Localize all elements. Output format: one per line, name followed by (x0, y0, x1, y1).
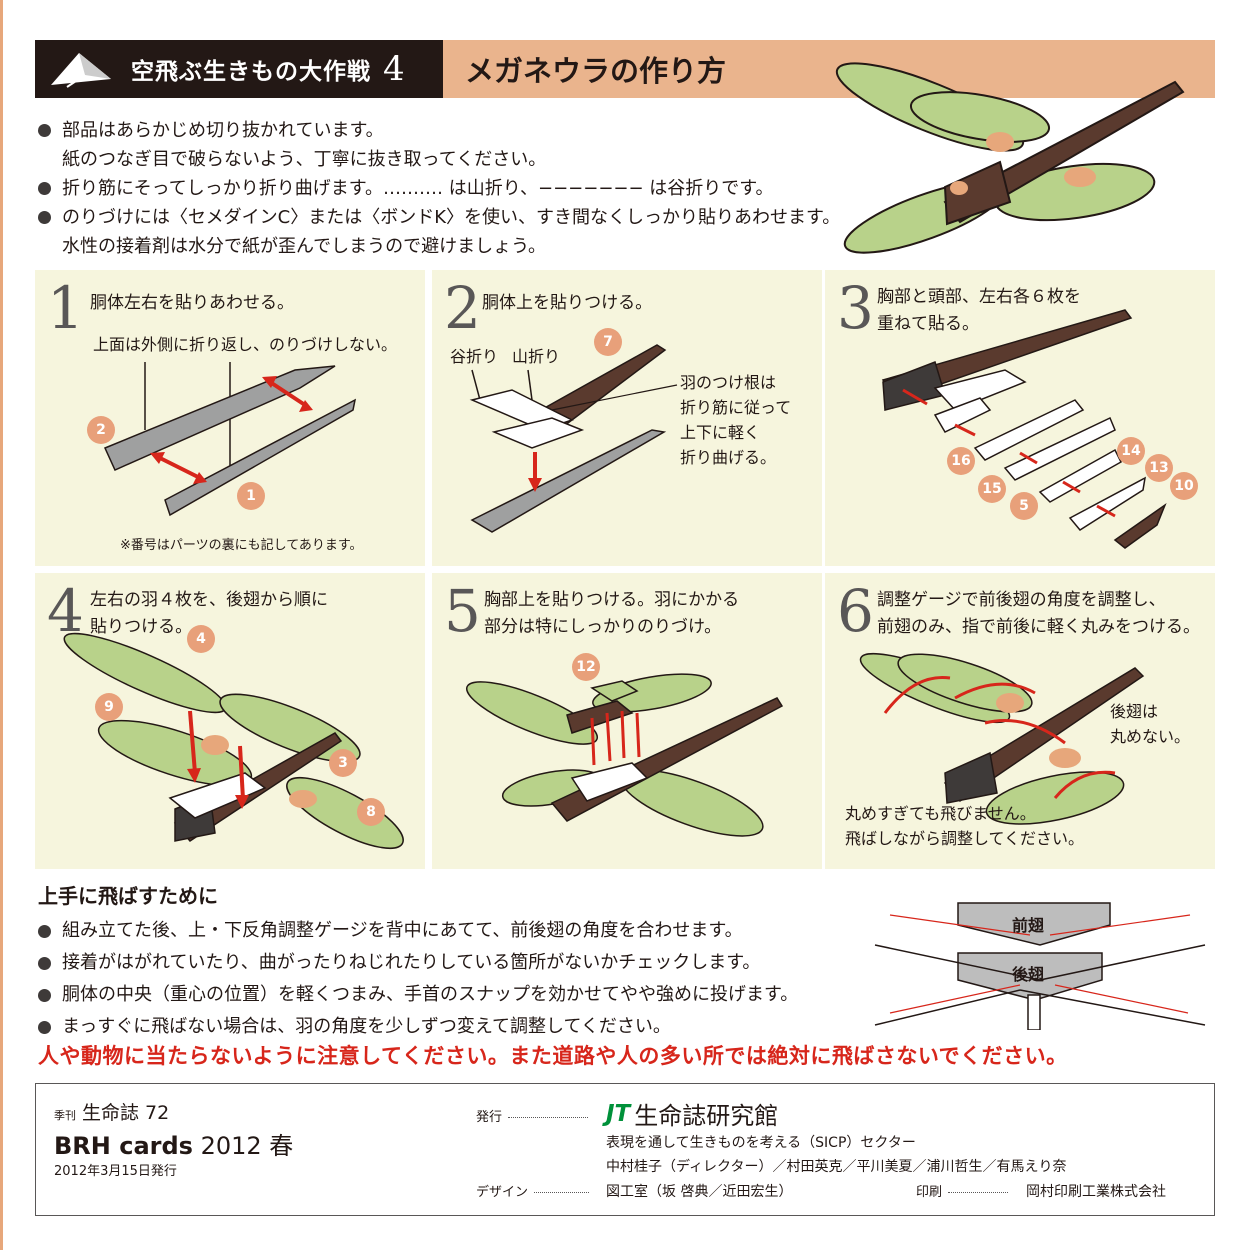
intro-instructions: 部品はあらかじめ切り抜かれています。 紙のつなぎ目で破らないよう、丁寧に抜き取っ… (38, 116, 878, 261)
part-number-badge: 8 (357, 798, 385, 826)
tips-heading: 上手に飛ばすために (38, 884, 218, 908)
step-5-panel: 5 胸部上を貼りつける。羽にかかる 部分は特にしっかりのりづけ。 12 (432, 573, 822, 869)
part-number-badge: 1 (237, 482, 265, 510)
part-number-badge: 9 (95, 693, 123, 721)
step-instruction: 胴体上を貼りつける。 (482, 293, 653, 313)
angle-gauge-diagram (874, 902, 1206, 1030)
part-number-badge: 2 (87, 416, 115, 444)
step-instruction: 左右の羽４枚を、後翅から順に 貼りつける。 (90, 590, 328, 637)
thorax-head-illustration (881, 309, 1167, 549)
step-number: 4 (47, 577, 84, 645)
step-note-right: 後翅は 丸めない。 (1110, 702, 1191, 746)
intro-bullet: のりづけには〈セメダインC〉または〈ボンドK〉を使い、すき間なくしっかり貼りあわ… (38, 203, 878, 232)
safety-warning: 人や動物に当たらないように注意してください。また道路や人の多い所では絶対に飛ばさ… (38, 1044, 1068, 1068)
brh-bold: BRH cards (54, 1132, 193, 1160)
jt-logo-icon: JT (606, 1100, 631, 1127)
gauge-front-wing-label: 前翅 (1012, 916, 1045, 935)
step-instruction: 胸部と頭部、左右各６枚を 重ねて貼る。 (877, 287, 1081, 334)
step-instruction: 胴体左右を貼りあわせる。 (90, 293, 294, 313)
intro-bullet-cont: 紙のつなぎ目で破らないよう、丁寧に抜き取ってください。 (62, 149, 547, 170)
publisher-label: 発行 (476, 1106, 594, 1125)
step-number: 1 (47, 274, 84, 342)
step-note: 上面は外側に折り返し、のりづけしない。 (93, 335, 398, 354)
publisher-text: 生命誌研究館 (634, 1102, 779, 1130)
quarterly-title: 季刊生命誌 72 (54, 1098, 169, 1125)
step-1-panel: 1 胴体左右を貼りあわせる。 上面は外側に折り返し、のりづけしない。 2 1 ※… (35, 270, 425, 566)
step-instruction: 調整ゲージで前後翅の角度を調整し、 前翅のみ、指で前後に軽く丸みをつける。 (877, 590, 1200, 637)
part-number-badge: 16 (947, 447, 975, 475)
design-label: デザイン (476, 1181, 595, 1200)
thorax-top-illustration (465, 673, 784, 837)
step-6-panel: 6 調整ゲージで前後翅の角度を調整し、 前翅のみ、指で前後に軽く丸みをつける。 … (825, 573, 1215, 869)
part-number-badge: 5 (1010, 492, 1038, 520)
intro-bullet-cont: 水性の接着剤は水分で紙が歪んでしまうので避けましょう。 (62, 236, 547, 257)
fold-mountain-label: 山折り (512, 347, 561, 366)
part-number-badge: 10 (1170, 472, 1198, 500)
part-number-badge: 14 (1117, 437, 1145, 465)
tip-item: まっすぐに飛ばない場合は、羽の角度を少しずつ変えて調整してください。 (38, 1011, 878, 1043)
step-instruction: 胸部上を貼りつける。羽にかかる 部分は特にしっかりのりづけ。 (484, 590, 740, 637)
page-title: メガネウラの作り方 (443, 40, 1215, 98)
part-number-badge: 12 (572, 653, 600, 681)
fold-valley-label: 谷折り (450, 347, 499, 366)
body-parts-illustration (103, 362, 357, 517)
design-credit: 図工室（坂 啓典／近田宏生） (606, 1184, 793, 1200)
print-label: 印刷 (916, 1181, 1014, 1200)
step-number: 2 (444, 274, 481, 342)
part-number-badge: 4 (187, 625, 215, 653)
publisher-label-text: 発行 (476, 1110, 503, 1125)
colophon-box: 季刊生命誌 72 BRH cards 2012 春 2012年3月15日発行 発… (35, 1083, 1215, 1216)
dragonfly-hero-illustration (835, 62, 1185, 254)
print-label-text: 印刷 (916, 1185, 943, 1200)
issue-date: 2012年3月15日発行 (54, 1164, 177, 1179)
intro-bullet: 部品はあらかじめ切り抜かれています。 (38, 116, 878, 145)
series-number: 4 (383, 49, 405, 89)
tip-item: 組み立てた後、上・下反角調整ゲージを背中にあてて、前後翅の角度を合わせます。 (38, 915, 878, 947)
brh-cards-title: BRH cards 2012 春 (54, 1126, 293, 1161)
tip-item: 接着がはがれていたり、曲がったりねじれたりしている箇所がないかチェックします。 (38, 947, 878, 979)
step-number: 6 (837, 577, 874, 645)
quarterly-small-label: 季刊 (54, 1109, 76, 1122)
header-series-block: 空飛ぶ生きもの大作戦 4 (35, 40, 443, 98)
step-footnote: ※番号はパーツの裏にも記してあります。 (120, 538, 363, 553)
part-number-badge: 3 (329, 749, 357, 777)
tips-list: 組み立てた後、上・下反角調整ゲージを背中にあてて、前後翅の角度を合わせます。 接… (38, 915, 878, 1043)
wings-attach-illustration (63, 632, 404, 850)
series-title: 空飛ぶ生きもの大作戦 (131, 59, 371, 85)
step-number: 5 (444, 577, 481, 645)
print-credit: 岡村印刷工業株式会社 (1026, 1184, 1166, 1200)
tip-item: 胴体の中央（重心の位置）を軽くつまみ、手首のスナップを効かせてやや強めに投げます… (38, 979, 878, 1011)
step-4-panel: 4 左右の羽４枚を、後翅から順に 貼りつける。 4 9 3 8 (35, 573, 425, 869)
sicp-sector: 表現を通して生きものを考える（SICP）セクター (606, 1135, 916, 1151)
step-2-panel: 2 胴体上を貼りつける。 谷折り 山折り 羽のつけ根は 折り筋に従って 上下に軽… (432, 270, 822, 566)
brh-season: 2012 春 (192, 1132, 294, 1160)
part-number-badge: 7 (594, 328, 622, 356)
header-bar: 空飛ぶ生きもの大作戦 4 メガネウラの作り方 (35, 40, 1215, 98)
staff-list: 中村桂子（ディレクター）／村田英克／平川美夏／浦川哲生／有馬えり奈 (606, 1159, 1067, 1175)
wing-adjust-illustration (859, 652, 1145, 825)
step-note: 羽のつけ根は 折り筋に従って 上下に軽く 折り曲げる。 (680, 373, 792, 467)
intro-bullet: 折り筋にそってしっかり折り曲げます。‥‥‥‥‥ は山折り、−−−−−−− は谷折… (38, 174, 878, 203)
quarterly-name: 生命誌 72 (82, 1102, 170, 1124)
body-top-illustration (469, 344, 678, 533)
gauge-rear-wing-label: 後翅 (1012, 965, 1045, 984)
design-label-text: デザイン (476, 1185, 529, 1200)
paper-plane-icon (51, 53, 111, 88)
step-note-bottom: 丸めすぎても飛びません。 飛ばしながら調整してください。 (845, 804, 1085, 848)
part-number-badge: 15 (978, 475, 1006, 503)
page-edge-stripe (0, 0, 3, 1250)
part-number-badge: 13 (1145, 454, 1173, 482)
steps-grid: 1 胴体左右を貼りあわせる。 上面は外側に折り返し、のりづけしない。 2 1 ※… (35, 270, 1215, 870)
step-3-panel: 3 胸部と頭部、左右各６枚を 重ねて貼る。 16 14 13 10 15 5 (825, 270, 1215, 566)
step-number: 3 (837, 274, 874, 342)
